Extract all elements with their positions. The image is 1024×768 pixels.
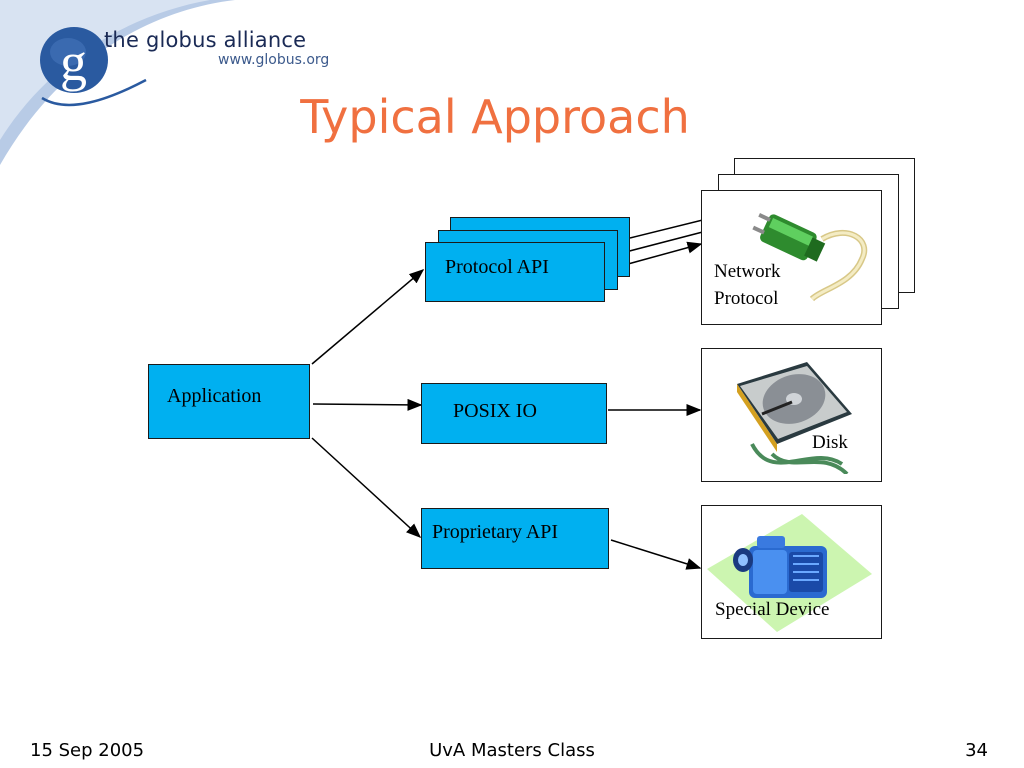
globus-logo-icon: g <box>40 27 147 107</box>
network-label-line1: Network <box>714 261 781 282</box>
proprietary-api-box: Proprietary API <box>421 508 609 569</box>
posix-io-label: POSIX IO <box>453 400 537 422</box>
arrow-proprietary-to-device <box>610 539 702 570</box>
disk-label: Disk <box>812 432 848 453</box>
application-box: Application <box>148 364 310 439</box>
footer-course: UvA Masters Class <box>429 740 595 761</box>
network-plug-icon <box>752 213 868 302</box>
footer-date: 15 Sep 2005 <box>30 740 145 761</box>
special-device-panel: Special Device <box>701 505 882 639</box>
posix-io-box: POSIX IO <box>421 383 607 444</box>
arrow-app-to-proprietary <box>311 437 422 539</box>
network-label-line2: Protocol <box>714 288 779 309</box>
slide-title: Typical Approach <box>300 90 690 144</box>
arrow-app-to-posix <box>312 398 423 411</box>
network-protocol-panel: Network Protocol <box>701 190 882 325</box>
disk-panel: Disk <box>701 348 882 482</box>
camcorder-icon <box>707 514 872 632</box>
proprietary-api-label: Proprietary API <box>432 521 559 543</box>
arrow-app-to-protocol <box>311 269 425 365</box>
brand-url: www.globus.org <box>218 52 330 68</box>
protocol-api-box: Protocol API <box>425 242 605 302</box>
footer-page-number: 34 <box>965 740 988 761</box>
hard-disk-icon <box>737 362 852 474</box>
application-label: Application <box>167 385 262 407</box>
logo-letter: g <box>60 32 87 92</box>
special-device-label: Special Device <box>715 599 830 620</box>
brand-name: the globus alliance <box>104 28 307 52</box>
protocol-api-label: Protocol API <box>445 256 549 278</box>
